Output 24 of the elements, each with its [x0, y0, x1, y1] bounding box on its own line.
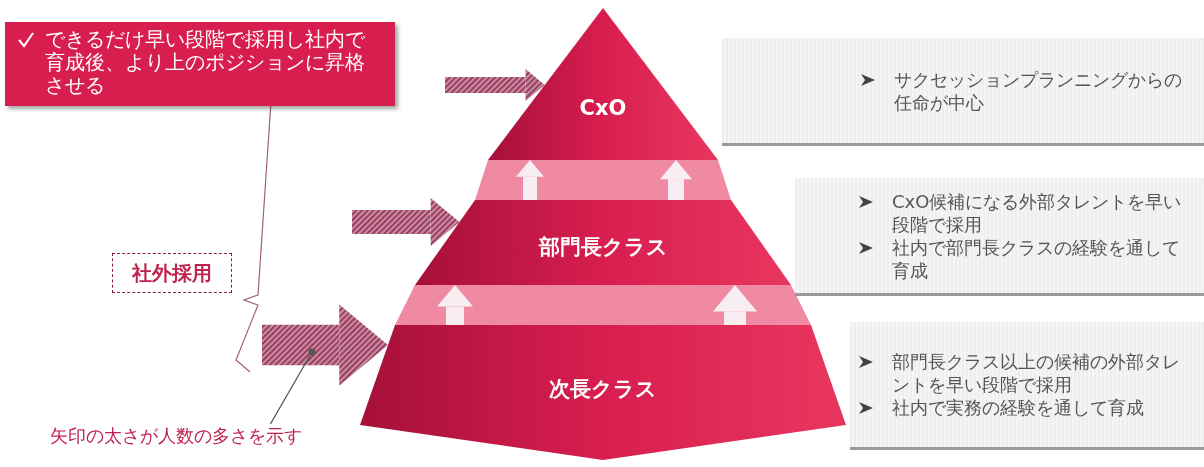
up-arrow: [437, 285, 473, 325]
callout-text: できるだけ早い段階で採用し社内で育成後、より上のポジションに昇格させる: [45, 28, 366, 99]
bullet-text: 社内で実務の経験を通して育成: [892, 396, 1144, 419]
callout-box: [5, 22, 395, 106]
description-panel: [722, 38, 1204, 146]
tier-label: 部門長クラス: [537, 234, 669, 261]
up-arrow: [516, 160, 544, 200]
label-text: 社外採用: [132, 259, 212, 287]
block-arrow: [352, 198, 460, 246]
note-text: 矢印の太さが人数の多さを示す: [50, 425, 302, 446]
description-panel: [850, 322, 1204, 450]
description-panel: [795, 178, 1204, 296]
bullet-text: サクセッションプランニングからの任命が中心: [894, 67, 1183, 114]
up-arrow: [660, 160, 692, 200]
bullet-text: 部門長クラス以上の候補の外部タレントを早い段階で採用: [892, 350, 1181, 396]
tier-label: CxO: [578, 96, 628, 120]
block-arrow: [262, 304, 388, 386]
dashed-label-box: [112, 253, 232, 293]
up-arrow: [713, 285, 757, 325]
bullet-text: CxO候補になる外部タレントを早い段階で採用: [892, 189, 1183, 236]
leader-line: [269, 348, 316, 425]
bullet-text: 社内で部門長クラスの経験を通して育成: [892, 235, 1181, 282]
block-arrow: [445, 69, 545, 101]
tier-label: 次長クラス: [548, 376, 658, 403]
